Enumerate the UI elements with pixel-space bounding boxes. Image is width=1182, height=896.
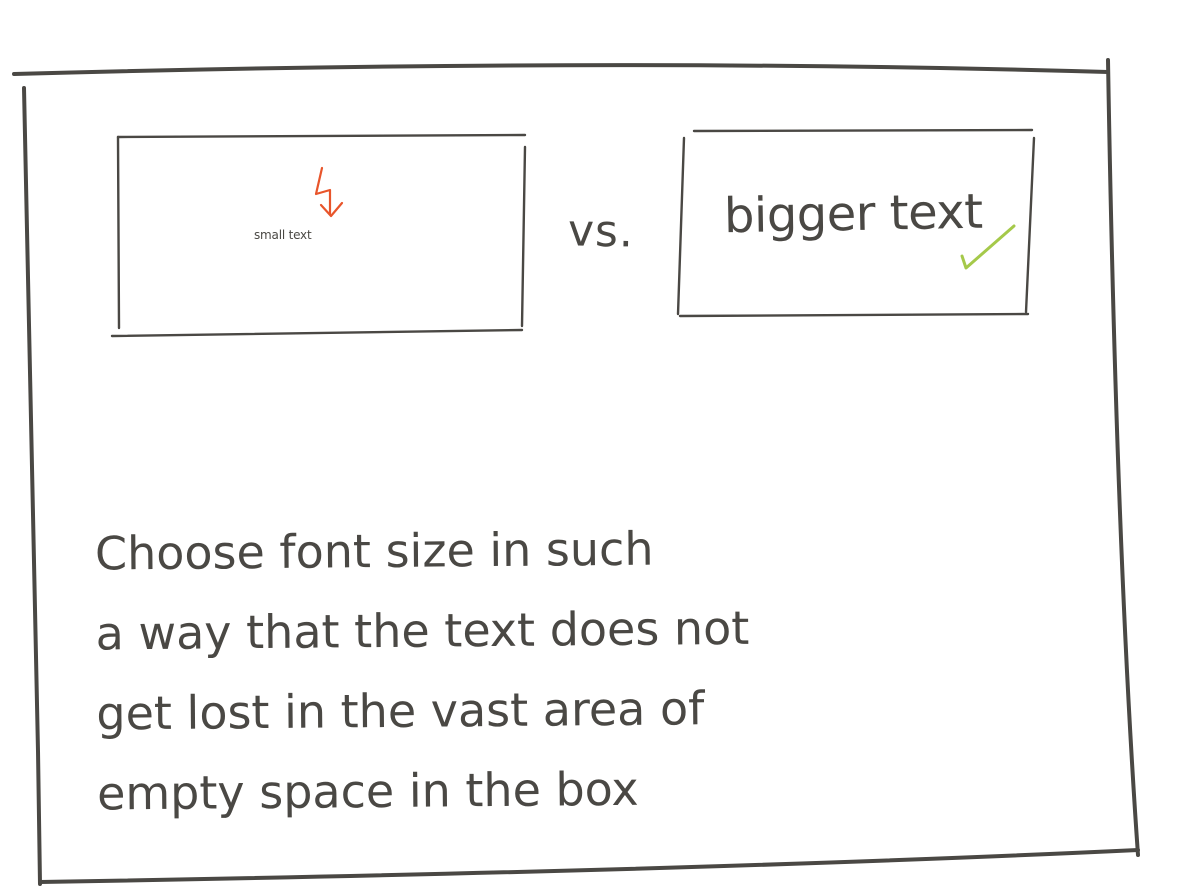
right-box-left: [676, 136, 686, 316]
left-box-bottom: [110, 328, 524, 338]
outer-frame-bottom: [38, 848, 1140, 884]
lightning-arrow-icon: [314, 166, 344, 218]
checkmark-icon: [960, 224, 1016, 270]
vs-label: vs.: [567, 205, 635, 258]
bigger-text-sample: bigger text: [723, 183, 983, 245]
guidance-note: Choose font size in such a way that the …: [95, 507, 898, 834]
right-box-right: [1024, 136, 1036, 314]
note-line: a way that the text does not: [95, 600, 750, 661]
left-box-left: [116, 135, 121, 330]
left-box-top: [116, 133, 527, 139]
outer-frame-top: [12, 63, 1110, 76]
note-line: get lost in the vast area of: [96, 681, 705, 741]
right-box-bottom: [678, 312, 1030, 318]
small-text-sample: small text: [254, 228, 312, 242]
outer-frame-right: [1106, 58, 1140, 857]
left-box-right: [520, 145, 527, 328]
note-line: Choose font size in such: [94, 521, 654, 581]
right-box-top: [692, 128, 1034, 133]
note-line: empty space in the box: [96, 761, 639, 821]
outer-frame-left: [22, 86, 42, 886]
